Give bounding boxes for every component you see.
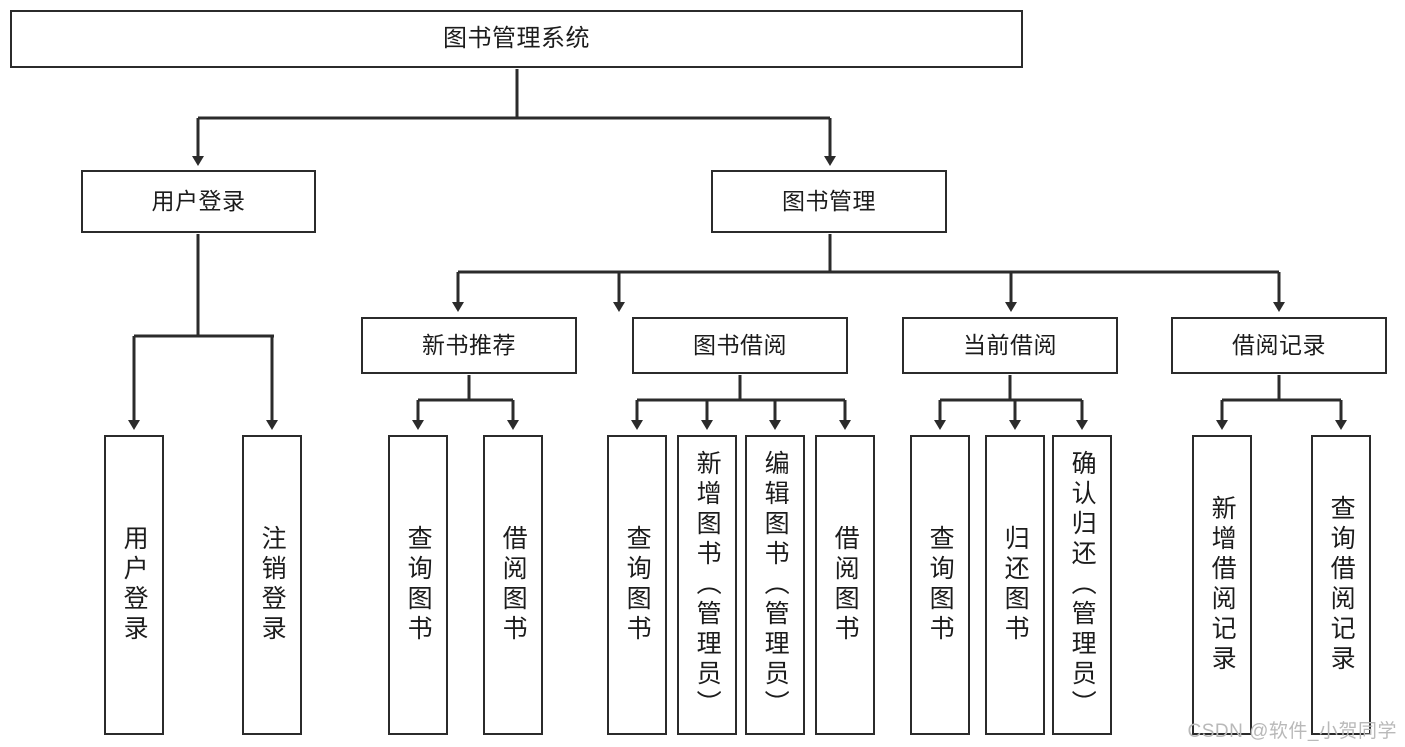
- node-user-login-label: 用户登录: [151, 187, 246, 214]
- node-book-manage[interactable]: 图书管理: [711, 170, 947, 233]
- node-user-login[interactable]: 用户登录: [81, 170, 316, 233]
- node-book-borrow[interactable]: 图书借阅: [632, 317, 848, 374]
- node-leaf-add-borrow-record[interactable]: 新增借阅记录: [1192, 435, 1252, 735]
- node-leaf-borrow-book-2-label: 借阅图书: [831, 525, 860, 645]
- node-root[interactable]: 图书管理系统: [10, 10, 1023, 68]
- node-leaf-return-book-label: 归还图书: [1001, 525, 1030, 645]
- node-leaf-query-book-3[interactable]: 查询图书: [910, 435, 970, 735]
- node-leaf-borrow-book-2[interactable]: 借阅图书: [815, 435, 875, 735]
- node-borrow-record[interactable]: 借阅记录: [1171, 317, 1387, 374]
- node-leaf-borrow-book-1-label: 借阅图书: [499, 525, 528, 645]
- node-leaf-add-book-admin[interactable]: 新增图书（管理员）: [677, 435, 737, 735]
- node-leaf-add-borrow-record-label: 新增借阅记录: [1208, 495, 1237, 675]
- node-new-book-recommend-label: 新书推荐: [422, 331, 516, 358]
- node-leaf-query-book-1[interactable]: 查询图书: [388, 435, 448, 735]
- node-leaf-borrow-book-1[interactable]: 借阅图书: [483, 435, 543, 735]
- node-leaf-add-book-admin-label: 新增图书（管理员）: [693, 450, 722, 720]
- node-current-borrow[interactable]: 当前借阅: [902, 317, 1118, 374]
- node-leaf-confirm-return-admin-label: 确认归还（管理员）: [1068, 450, 1097, 720]
- node-leaf-confirm-return-admin[interactable]: 确认归还（管理员）: [1052, 435, 1112, 735]
- node-leaf-logout-login-label: 注销登录: [258, 525, 287, 645]
- node-new-book-recommend[interactable]: 新书推荐: [361, 317, 577, 374]
- node-leaf-edit-book-admin-label: 编辑图书（管理员）: [761, 450, 790, 720]
- node-leaf-query-book-3-label: 查询图书: [926, 525, 955, 645]
- node-book-borrow-label: 图书借阅: [693, 331, 787, 358]
- node-leaf-user-login[interactable]: 用户登录: [104, 435, 164, 735]
- node-book-manage-label: 图书管理: [782, 187, 876, 214]
- node-leaf-query-book-2-label: 查询图书: [623, 525, 652, 645]
- node-current-borrow-label: 当前借阅: [963, 331, 1057, 358]
- node-leaf-query-borrow-record[interactable]: 查询借阅记录: [1311, 435, 1371, 735]
- node-leaf-user-login-label: 用户登录: [120, 525, 149, 645]
- node-leaf-edit-book-admin[interactable]: 编辑图书（管理员）: [745, 435, 805, 735]
- node-leaf-return-book[interactable]: 归还图书: [985, 435, 1045, 735]
- node-leaf-logout-login[interactable]: 注销登录: [242, 435, 302, 735]
- node-leaf-query-book-1-label: 查询图书: [404, 525, 433, 645]
- node-borrow-record-label: 借阅记录: [1232, 331, 1326, 358]
- node-root-label: 图书管理系统: [443, 24, 590, 52]
- node-leaf-query-book-2[interactable]: 查询图书: [607, 435, 667, 735]
- node-leaf-query-borrow-record-label: 查询借阅记录: [1327, 495, 1356, 675]
